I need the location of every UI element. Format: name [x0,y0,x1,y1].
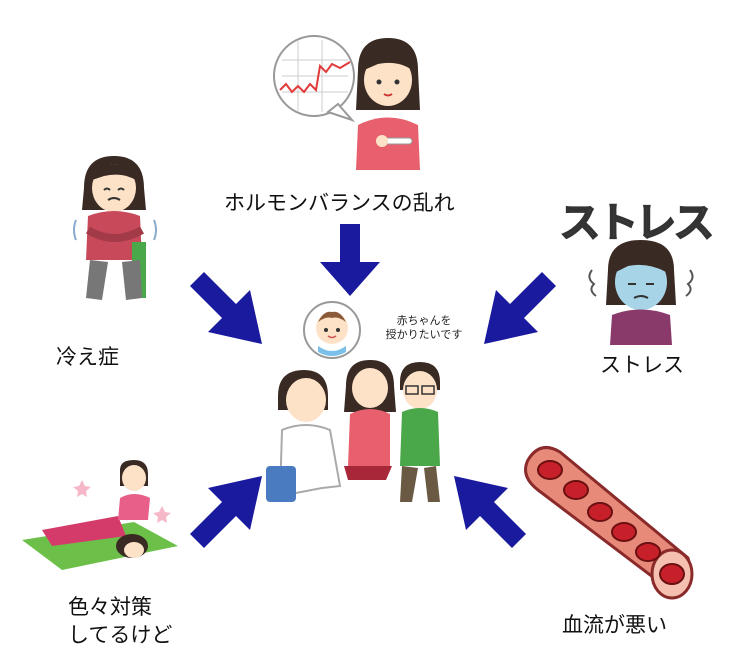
speech-text: 赤ちゃんを 授かりたいです [374,314,474,342]
speech-line-2: 授かりたいです [385,328,463,341]
cold-label: 冷え症 [56,345,119,369]
various-label-line-1: 色々対策 [68,595,152,619]
arrow-from-cold [190,272,262,344]
doctor-illustration [266,370,342,502]
various-label-line-2: してるけど [68,623,173,647]
arrow-down-from-hormone [320,224,380,296]
hormone-label: ホルモンバランスの乱れ [224,191,455,215]
stress-label: ストレス [600,353,684,377]
blood-label: 血流が悪い [562,613,667,637]
massage-illustration [22,460,178,570]
woman-with-thermometer-illustration [356,38,420,170]
stress-word-graphic: ストレス [559,199,715,247]
baby-thought-bubble [303,301,361,359]
arrow-from-various [190,476,262,548]
arrow-from-stress [484,272,556,344]
stressed-woman-illustration [588,240,694,345]
arrow-from-blood [454,476,526,548]
cold-woman-illustration [73,156,157,300]
hormone-chart-bubble [273,35,356,123]
blood-vessel-illustration [524,446,694,600]
speech-line-1: 赤ちゃんを [396,314,452,327]
couple-illustration [344,360,440,502]
